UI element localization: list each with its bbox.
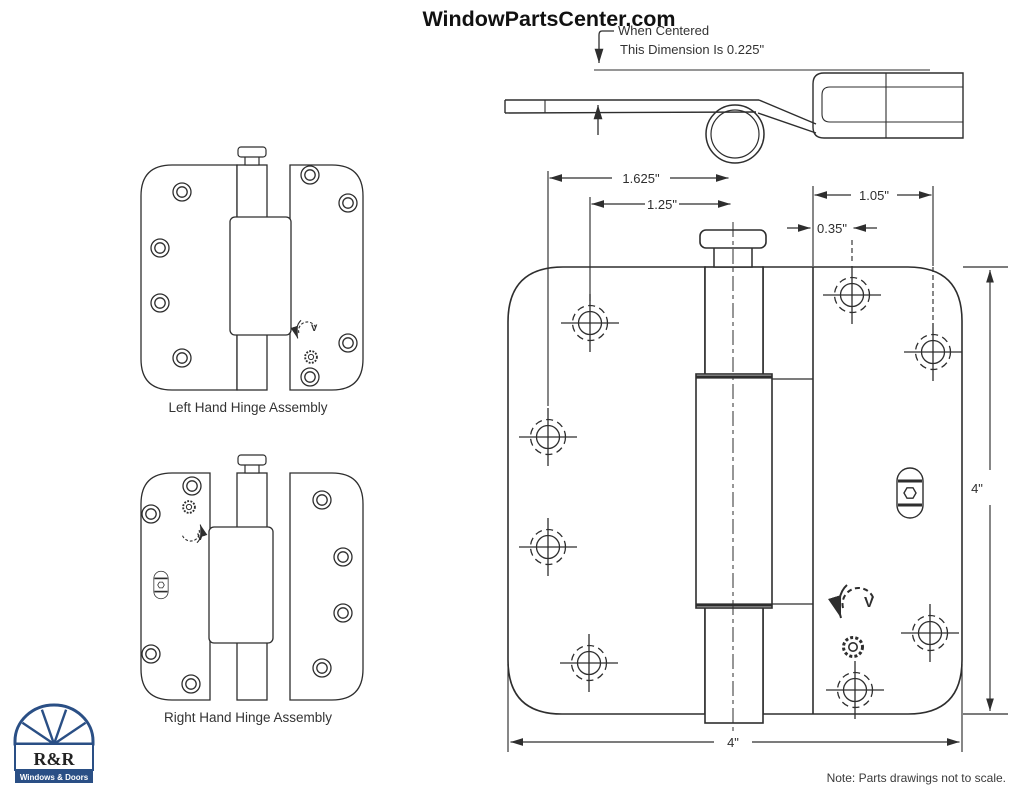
right-hand-assembly-label: Right Hand Hinge Assembly <box>164 710 332 725</box>
logo-tagline: Windows & Doors <box>20 773 89 782</box>
logo-arch-spokes <box>21 709 87 745</box>
profile-barrel-knuckle <box>705 104 765 164</box>
vertical-adjust-letter: V <box>311 323 318 334</box>
dim-height-4: 4" <box>971 481 983 496</box>
scale-note: Note: Parts drawings not to scale. <box>827 771 1006 785</box>
rh-right-plate <box>289 472 364 701</box>
centered-dimension-callout: When Centered This Dimension Is 0.225" <box>593 23 764 135</box>
dim-0-35: 0.35" <box>817 221 847 236</box>
callout-line1: When Centered <box>618 23 709 38</box>
left-hand-assembly-label: Left Hand Hinge Assembly <box>168 400 327 415</box>
profile-leaf-bar <box>504 99 817 134</box>
dim-1-625: 1.625" <box>622 171 660 186</box>
logo-arch-window-icon <box>13 703 95 746</box>
logo-name: R&R <box>34 749 76 769</box>
dim-1-05: 1.05" <box>859 188 889 203</box>
page-title: WindowPartsCenter.com <box>422 7 675 31</box>
right-hand-hinge-assembly: V Right Hand Hinge Assembly <box>140 454 364 725</box>
rh-left-plate <box>140 472 211 701</box>
dim-width-4: 4" <box>727 735 739 750</box>
profile-frame-channel <box>812 72 964 139</box>
callout-line2: This Dimension Is 0.225" <box>620 42 764 57</box>
rh-sleeve <box>208 526 274 644</box>
callout-leader-arrow <box>594 30 614 63</box>
vertical-adjust-letter: V <box>197 532 204 543</box>
lh-sleeve <box>229 216 292 336</box>
company-logo: R&R Windows & Doors <box>13 703 95 783</box>
left-leaf <box>507 266 706 715</box>
vertical-adjust-letter: V <box>864 594 874 611</box>
hinge-front-view: V <box>507 222 963 732</box>
lh-right-plate <box>289 164 364 391</box>
dim-1-25: 1.25" <box>647 197 677 212</box>
hinge-profile-view <box>504 69 964 164</box>
dimension-lines <box>507 171 1008 752</box>
lh-pin-cap <box>237 146 267 158</box>
dimension-labels: 1.625" 1.25" 1.05" 0.35" 4" 4" <box>622 171 983 750</box>
left-hand-hinge-assembly: V Left Hand Hinge Assembly <box>140 146 364 415</box>
lh-left-plate <box>140 164 238 391</box>
barrel-sleeve <box>695 373 773 609</box>
logo-banner <box>15 770 93 783</box>
rh-pin-cap <box>237 454 267 466</box>
